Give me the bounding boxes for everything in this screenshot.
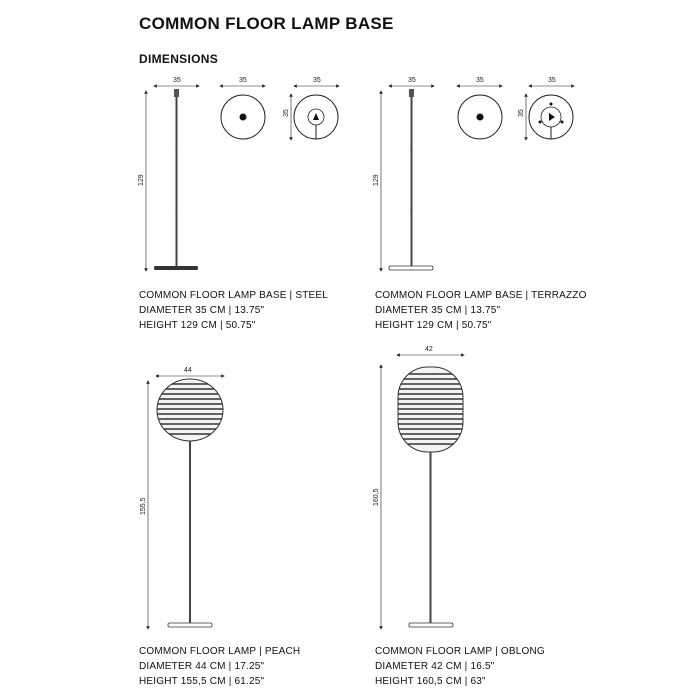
peach-height: HEIGHT 155,5 CM | 61.25" xyxy=(139,676,265,687)
steel-caption: COMMON FLOOR LAMP BASE | STEEL DIAMETER … xyxy=(139,288,328,333)
terrazzo-top-view: 35 xyxy=(456,77,503,140)
peach-diameter: DIAMETER 44 CM | 17.25" xyxy=(139,661,265,672)
steel-product-name: COMMON FLOOR LAMP BASE | STEEL xyxy=(139,290,329,301)
oblong-product-name: COMMON FLOOR LAMP | OBLONG xyxy=(375,646,545,657)
terrazzo-width-label: 35 xyxy=(408,77,416,84)
steel-side-label: 35 xyxy=(283,109,290,117)
oblong-height: HEIGHT 160,5 CM | 63" xyxy=(375,676,486,687)
page-title: COMMON FLOOR LAMP BASE xyxy=(139,14,394,33)
terrazzo-caption: COMMON FLOOR LAMP BASE | TERRAZZO DIAMET… xyxy=(375,288,587,333)
oblong-caption: COMMON FLOOR LAMP | OBLONG DIAMETER 42 C… xyxy=(375,644,545,689)
steel-width-label: 35 xyxy=(173,77,181,84)
terrazzo-bottom-view-label: 35 xyxy=(548,77,556,84)
terrazzo-diameter: DIAMETER 35 CM | 13.75" xyxy=(375,305,501,316)
peach-caption: COMMON FLOOR LAMP | PEACH DIAMETER 44 CM… xyxy=(139,644,300,689)
terrazzo-bottom-view: 35 35 xyxy=(518,77,575,141)
steel-diameter: DIAMETER 35 CM | 13.75" xyxy=(139,305,265,316)
terrazzo-height: HEIGHT 129 CM | 50.75" xyxy=(375,320,492,331)
steel-height-label: 129 xyxy=(138,174,145,186)
oblong-height-label: 160,5 xyxy=(373,488,380,506)
steel-bottom-view: 35 35 xyxy=(283,77,340,141)
peach-lamp-drawing: 44 155,5 xyxy=(140,367,225,630)
terrazzo-top-view-label: 35 xyxy=(476,77,484,84)
steel-top-view-label: 35 xyxy=(239,77,247,84)
section-title: DIMENSIONS xyxy=(139,52,219,66)
steel-lamp-side-view: 35 129 xyxy=(138,77,200,272)
steel-height: HEIGHT 129 CM | 50.75" xyxy=(139,320,256,331)
peach-width-label: 44 xyxy=(184,367,192,374)
steel-bottom-view-label: 35 xyxy=(313,77,321,84)
oblong-lamp-drawing: 42 160,5 xyxy=(373,346,465,630)
steel-top-view: 35 xyxy=(219,77,266,140)
oblong-diameter: DIAMETER 42 CM | 16.5" xyxy=(375,661,495,672)
peach-product-name: COMMON FLOOR LAMP | PEACH xyxy=(139,646,301,657)
terrazzo-side-label: 35 xyxy=(518,109,525,117)
terrazzo-product-name: COMMON FLOOR LAMP BASE | TERRAZZO xyxy=(375,290,587,301)
peach-height-label: 155,5 xyxy=(140,497,147,515)
oblong-width-label: 42 xyxy=(425,346,433,353)
terrazzo-lamp-side-view: 35 129 xyxy=(373,77,435,272)
terrazzo-height-label: 129 xyxy=(373,174,380,186)
